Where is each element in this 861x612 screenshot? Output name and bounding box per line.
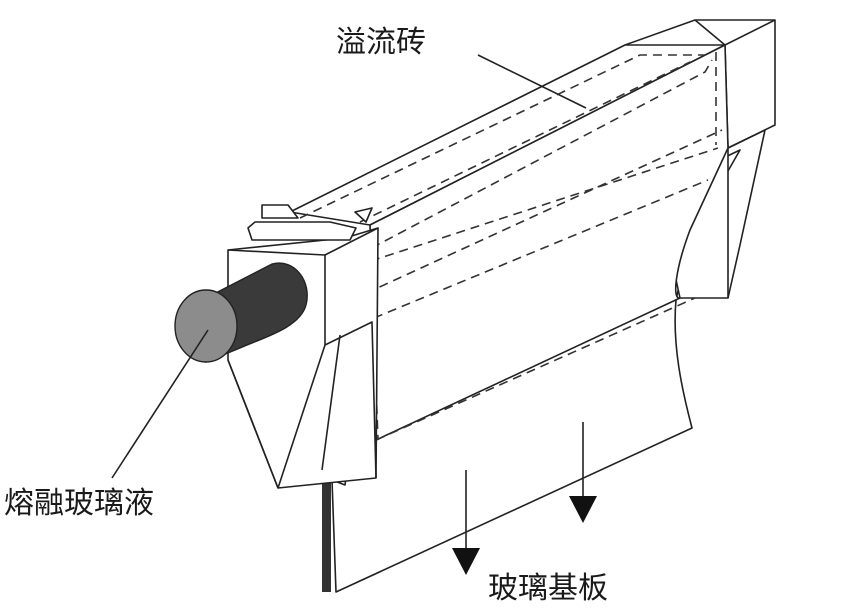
inlet-top-cap	[247, 221, 357, 241]
flow-arrow-left-head	[452, 548, 480, 575]
hidden-edge-1	[299, 54, 705, 219]
left-end-block-face-edge	[227, 249, 326, 489]
label-overflow-brick: 溢流砖	[336, 25, 426, 60]
flow-arrow-right-head	[569, 496, 597, 523]
left-wedge-inner	[324, 321, 377, 479]
inlet-top-knob	[261, 204, 299, 219]
feed-tube-end	[174, 289, 238, 363]
hidden-edge-6	[373, 179, 709, 319]
hidden-edge-2	[359, 61, 691, 223]
left-wedge-lower	[227, 359, 279, 489]
hidden-edge-5	[324, 129, 723, 313]
sheet-edge-strip	[322, 478, 331, 592]
hidden-edge-4	[327, 147, 719, 276]
hidden-edge-3	[344, 59, 713, 263]
right-end-wedge	[727, 129, 766, 299]
label-glass-substrate: 玻璃基板	[488, 571, 608, 606]
left-end-block	[227, 227, 379, 489]
inlet-top-flap	[354, 207, 373, 223]
leader-line-molten-glass	[111, 329, 209, 479]
hidden-edge-7	[375, 297, 696, 441]
leader-line-overflow-brick	[477, 54, 587, 109]
left-end-block-side-edge	[324, 227, 379, 256]
left-wedge-mid	[321, 334, 341, 471]
label-molten-glass: 熔融玻璃液	[4, 486, 154, 521]
trough-front-face	[369, 44, 729, 441]
